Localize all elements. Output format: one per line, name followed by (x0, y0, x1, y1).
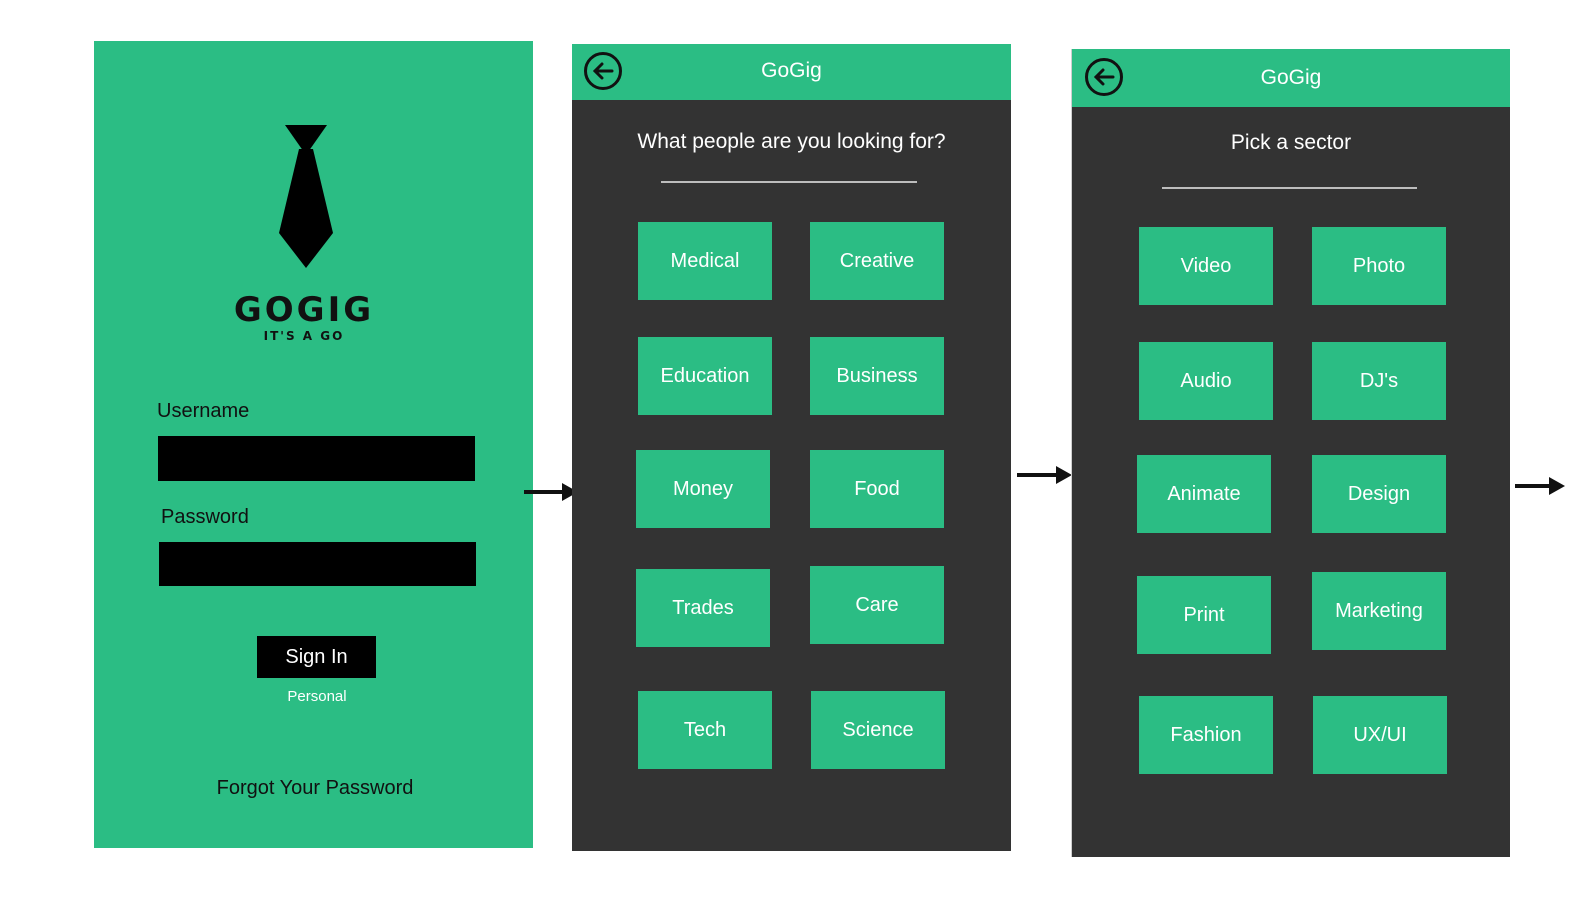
category-creative[interactable]: Creative (810, 222, 944, 300)
username-input[interactable] (158, 436, 475, 481)
sign-in-button[interactable]: Sign In (257, 636, 376, 678)
brand-name: GOGIG (233, 290, 375, 330)
category-care[interactable]: Care (810, 566, 944, 644)
category-medical[interactable]: Medical (638, 222, 772, 300)
category-screen: GoGig What people are you looking for? M… (572, 44, 1011, 851)
forgot-password-link[interactable]: Forgot Your Password (216, 777, 414, 799)
app-header: GoGig (1072, 49, 1510, 107)
back-button[interactable] (584, 52, 622, 90)
username-label: Username (157, 400, 250, 422)
category-trades[interactable]: Trades (636, 569, 770, 647)
back-button[interactable] (1085, 58, 1123, 96)
header-title: GoGig (1260, 66, 1322, 89)
category-money[interactable]: Money (636, 450, 770, 528)
header-title: GoGig (761, 59, 822, 82)
sector-marketing[interactable]: Marketing (1312, 572, 1446, 650)
flow-arrow-icon (1515, 477, 1565, 495)
sector-fashion[interactable]: Fashion (1139, 696, 1273, 774)
sector-ux-ui[interactable]: UX/UI (1313, 696, 1447, 774)
sector-screen: GoGig Pick a sector Video Photo Audio DJ… (1071, 49, 1510, 857)
password-input[interactable] (159, 542, 476, 586)
sector-print[interactable]: Print (1137, 576, 1271, 654)
category-business[interactable]: Business (810, 337, 944, 415)
divider (661, 181, 917, 183)
flow-arrow-icon (524, 483, 578, 501)
sector-audio[interactable]: Audio (1139, 342, 1273, 420)
sector-animate[interactable]: Animate (1137, 455, 1271, 533)
sector-djs[interactable]: DJ's (1312, 342, 1446, 420)
password-label: Password (161, 506, 249, 528)
divider (1162, 187, 1417, 189)
back-arrow-icon (592, 62, 614, 80)
sector-design[interactable]: Design (1312, 455, 1446, 533)
flow-arrow-icon (1017, 466, 1072, 484)
category-tech[interactable]: Tech (638, 691, 772, 769)
sector-video[interactable]: Video (1139, 227, 1273, 305)
brand-tagline: IT'S A GO (263, 329, 345, 343)
category-science[interactable]: Science (811, 691, 945, 769)
app-header: GoGig (572, 44, 1011, 100)
category-food[interactable]: Food (810, 450, 944, 528)
back-arrow-icon (1093, 68, 1115, 86)
necktie-icon (279, 125, 333, 268)
account-type-link[interactable]: Personal (287, 688, 347, 705)
sector-photo[interactable]: Photo (1312, 227, 1446, 305)
prompt-text: What people are you looking for? (637, 130, 946, 153)
prompt-text: Pick a sector (1230, 131, 1352, 154)
category-education[interactable]: Education (638, 337, 772, 415)
